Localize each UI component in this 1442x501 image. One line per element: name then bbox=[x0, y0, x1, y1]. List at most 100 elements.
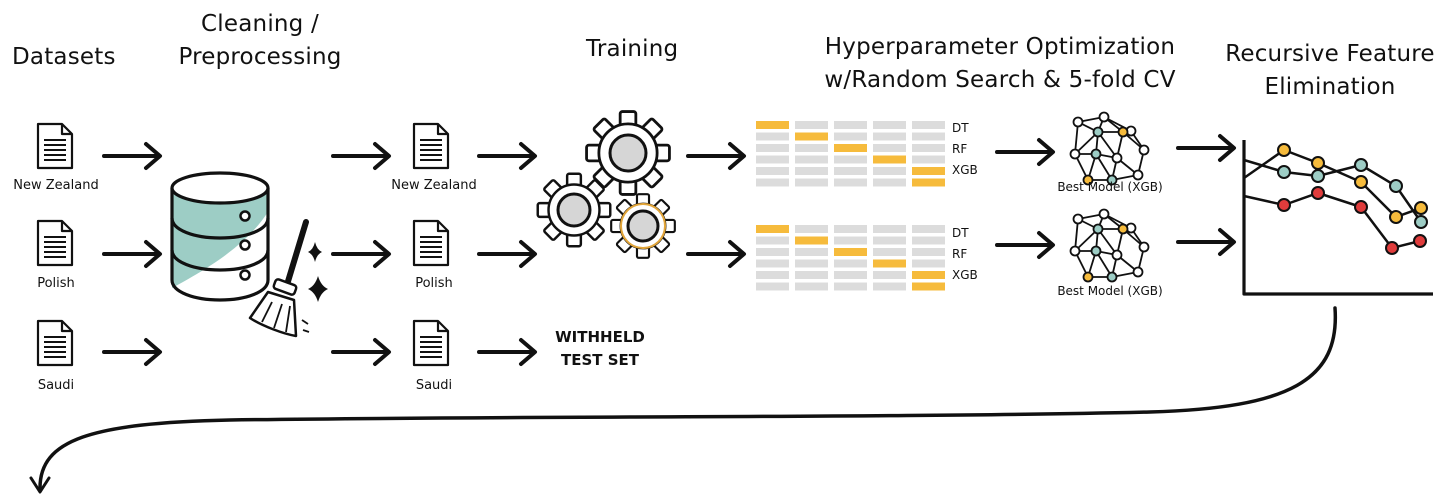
broom-icon bbox=[248, 216, 312, 338]
network-node bbox=[1090, 245, 1102, 257]
grid-cell bbox=[873, 282, 906, 291]
arrow-icon bbox=[686, 142, 746, 170]
grid-cell bbox=[756, 178, 789, 187]
grid-cell bbox=[795, 178, 828, 187]
arrow-icon bbox=[1176, 134, 1236, 162]
network-node bbox=[1092, 126, 1104, 138]
arrow-icon bbox=[995, 138, 1055, 166]
network-node bbox=[1069, 148, 1081, 160]
grid-cell bbox=[912, 178, 945, 187]
grid-cell bbox=[912, 155, 945, 164]
grid-cell bbox=[873, 132, 906, 141]
dataset-label: Saudi bbox=[37, 378, 75, 393]
model-label-rf: RF bbox=[952, 142, 968, 156]
grid-cell bbox=[912, 132, 945, 141]
network-node bbox=[1090, 148, 1102, 160]
grid-cell bbox=[795, 132, 828, 141]
arrow-icon bbox=[686, 240, 746, 268]
network-node bbox=[1069, 245, 1081, 257]
grid-cell bbox=[795, 144, 828, 152]
model-labels: DT RF XGB bbox=[952, 223, 978, 286]
grid-cell bbox=[873, 259, 906, 268]
grid-cell bbox=[912, 271, 945, 279]
grid-cell bbox=[795, 271, 828, 279]
grid-cell bbox=[756, 155, 789, 164]
dataset-label: New Zealand bbox=[391, 178, 477, 193]
grid-cell bbox=[756, 282, 789, 291]
grid-cell bbox=[795, 225, 828, 233]
database-icon bbox=[170, 171, 270, 302]
sparkle-icon bbox=[308, 242, 322, 262]
network-node bbox=[1132, 266, 1144, 278]
arrow-icon bbox=[995, 231, 1055, 259]
network-node bbox=[1111, 249, 1123, 261]
dataset-label: New Zealand bbox=[13, 178, 99, 193]
grid-cell bbox=[756, 259, 789, 268]
stage-title-cleaning-line2: Preprocessing bbox=[178, 44, 342, 70]
stage-title-hpo-line1: Hyperparameter Optimization bbox=[824, 34, 1176, 60]
grid-cell bbox=[795, 236, 828, 245]
network-node bbox=[1072, 116, 1084, 128]
grid-cell bbox=[834, 132, 867, 141]
grid-cell bbox=[834, 259, 867, 268]
network-node bbox=[1092, 223, 1104, 235]
network-node bbox=[1117, 223, 1129, 235]
grid-cell bbox=[834, 236, 867, 245]
grid-cell bbox=[873, 271, 906, 279]
model-label-xgb: XGB bbox=[952, 268, 978, 282]
grid-cell bbox=[756, 132, 789, 141]
stage-title-hpo-line2: w/Random Search & 5-fold CV bbox=[824, 67, 1176, 93]
grid-cell bbox=[756, 121, 789, 129]
hpo-grid bbox=[756, 121, 945, 187]
arrow-icon bbox=[102, 338, 162, 366]
grid-cell bbox=[912, 167, 945, 175]
arrow-icon bbox=[477, 338, 537, 366]
network-node bbox=[1111, 152, 1123, 164]
grid-cell bbox=[873, 144, 906, 152]
model-label-dt: DT bbox=[952, 121, 969, 135]
document-icon bbox=[412, 122, 450, 170]
grid-cell bbox=[795, 259, 828, 268]
grid-cell bbox=[834, 121, 867, 129]
withheld-line2: TEST SET bbox=[560, 351, 640, 369]
document-icon bbox=[412, 219, 450, 267]
grid-cell bbox=[756, 167, 789, 175]
network-node bbox=[1106, 271, 1118, 283]
grid-cell bbox=[912, 259, 945, 268]
grid-cell bbox=[873, 248, 906, 256]
grid-cell bbox=[834, 178, 867, 187]
network-node bbox=[1082, 174, 1094, 186]
network-node bbox=[1098, 111, 1110, 123]
grid-cell bbox=[795, 248, 828, 256]
document-icon bbox=[36, 319, 74, 367]
stage-title-rfe-line2: Elimination bbox=[1264, 74, 1396, 100]
grid-cell bbox=[834, 248, 867, 256]
curved-arrow-icon bbox=[29, 306, 1338, 494]
grid-cell bbox=[873, 225, 906, 233]
model-label-xgb: XGB bbox=[952, 163, 978, 177]
grid-cell bbox=[912, 282, 945, 291]
arrow-icon bbox=[331, 338, 391, 366]
network-node bbox=[1132, 169, 1144, 181]
network-node bbox=[1138, 241, 1150, 253]
grid-cell bbox=[795, 167, 828, 175]
best-model-label: Best Model (XGB) bbox=[1057, 180, 1163, 194]
grid-cell bbox=[873, 155, 906, 164]
model-label-dt: DT bbox=[952, 226, 969, 240]
grid-cell bbox=[873, 167, 906, 175]
grid-cell bbox=[756, 271, 789, 279]
grid-cell bbox=[756, 225, 789, 233]
grid-cell bbox=[873, 121, 906, 129]
network-node bbox=[1106, 174, 1118, 186]
arrow-icon bbox=[331, 142, 391, 170]
model-labels: DT RF XGB bbox=[952, 118, 978, 181]
grid-cell bbox=[912, 236, 945, 245]
arrow-icon bbox=[477, 240, 537, 268]
stage-title-cleaning-line1: Cleaning / bbox=[201, 11, 319, 37]
withheld-test-set-label: WITHHELD TEST SET bbox=[540, 326, 660, 372]
grid-cell bbox=[834, 271, 867, 279]
arrow-icon bbox=[1176, 228, 1236, 256]
gear-icon bbox=[610, 193, 676, 259]
grid-cell bbox=[834, 144, 867, 152]
